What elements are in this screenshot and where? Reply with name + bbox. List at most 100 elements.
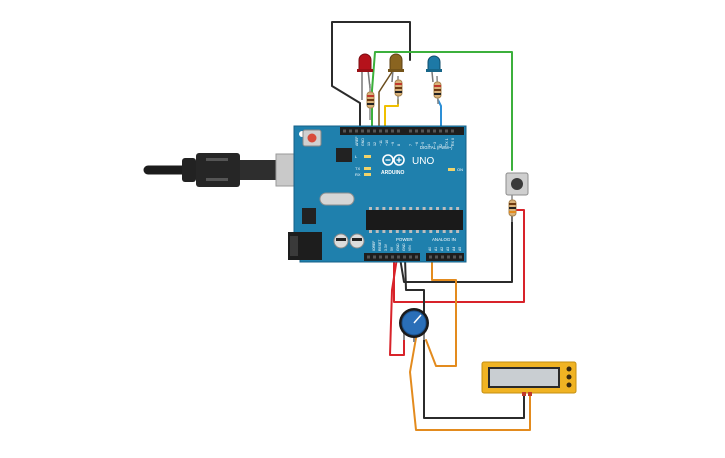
power-pin-socket[interactable] xyxy=(403,255,406,259)
pin-label-a1: A1 xyxy=(434,247,438,251)
analog-pin-socket[interactable] xyxy=(441,255,444,259)
power-pin-socket[interactable] xyxy=(373,255,376,259)
pin-label-9: ~9 xyxy=(391,142,395,146)
usb-plug-neck xyxy=(240,160,278,180)
wire-red-pot[interactable] xyxy=(389,257,405,356)
digital-pin-socket[interactable] xyxy=(427,129,430,133)
digital-pin-socket[interactable] xyxy=(367,129,370,133)
digital-pin-socket[interactable] xyxy=(421,129,424,133)
analog-pin-socket[interactable] xyxy=(435,255,438,259)
chip-pin xyxy=(422,230,426,233)
chip-pin xyxy=(429,230,433,233)
led-blue[interactable] xyxy=(426,55,442,83)
wire-black-gnd-button[interactable] xyxy=(399,214,513,283)
resistor-button[interactable] xyxy=(508,195,517,222)
power-header-label: POWER xyxy=(396,237,413,242)
pot-indicator xyxy=(413,314,422,324)
pin-label-a5: A5 xyxy=(458,247,462,251)
led-brown[interactable] xyxy=(388,53,404,83)
pin-label-12: 12 xyxy=(373,142,377,146)
push-button[interactable] xyxy=(505,172,529,196)
wire-orange-a0[interactable] xyxy=(425,257,457,367)
wire-red-5v[interactable] xyxy=(393,209,525,303)
pin-label-1: TX 1 xyxy=(445,138,449,146)
chip-pin xyxy=(422,207,426,210)
digital-pin-socket[interactable] xyxy=(397,129,400,133)
digital-pin-socket[interactable] xyxy=(361,129,364,133)
crystal-oscillator xyxy=(319,192,355,206)
power-pin-socket[interactable] xyxy=(367,255,370,259)
pin-label-a3: A3 xyxy=(446,247,450,251)
resistor-1[interactable] xyxy=(366,84,375,120)
wire-black-top-loop[interactable] xyxy=(331,21,411,129)
label-led-rx: RX xyxy=(355,172,361,177)
power-jack-detail xyxy=(290,236,298,256)
digital-pin-socket[interactable] xyxy=(409,129,412,133)
digital-pin-socket[interactable] xyxy=(355,129,358,133)
power-pin-socket[interactable] xyxy=(379,255,382,259)
chip-pin xyxy=(375,207,379,210)
pin-label-10: ~10 xyxy=(385,140,389,146)
chip-pin xyxy=(402,207,406,210)
digital-pin-socket[interactable] xyxy=(433,129,436,133)
chip-pin xyxy=(442,207,446,210)
digital-pin-socket[interactable] xyxy=(379,129,382,133)
power-pin-socket[interactable] xyxy=(415,255,418,259)
power-pin-socket[interactable] xyxy=(409,255,412,259)
arduino-board[interactable]: L TX RX ON UNO ARDUINO DIGITAL (PWM~) AR… xyxy=(288,125,467,263)
chip-pins-top xyxy=(369,207,460,210)
power-pins xyxy=(367,255,418,259)
digital-header xyxy=(340,127,464,135)
chip-pin xyxy=(449,207,453,210)
potentiometer[interactable] xyxy=(399,308,429,342)
pin-label-5v: 5V xyxy=(390,246,394,251)
pin-label-7: 7 xyxy=(409,144,413,146)
resistor-1-band xyxy=(367,103,374,105)
analog-pin-socket[interactable] xyxy=(453,255,456,259)
digital-pin-socket[interactable] xyxy=(385,129,388,133)
pin-label-6: ~6 xyxy=(415,142,419,146)
chip-pin xyxy=(382,207,386,210)
pin-label-reset: RESET xyxy=(378,240,382,251)
pin-label-8: 8 xyxy=(397,144,401,146)
chip-pin xyxy=(449,230,453,233)
digital-pin-socket[interactable] xyxy=(451,129,454,133)
led-tx-indicator xyxy=(364,167,371,170)
pin-label-a2: A2 xyxy=(440,247,444,251)
digital-pin-socket[interactable] xyxy=(415,129,418,133)
wire-blue-led3[interactable] xyxy=(437,99,442,129)
wire-black-gnd-lcd[interactable] xyxy=(404,257,525,419)
resistor-2-band xyxy=(395,91,402,93)
resistor-2[interactable] xyxy=(394,76,403,104)
analog-pin-socket[interactable] xyxy=(429,255,432,259)
capacitor-mark xyxy=(352,238,362,241)
digital-pin-socket[interactable] xyxy=(349,129,352,133)
digital-pin-labels: AREF GND 13 12 ~11 ~10 ~9 8 7 ~6 ~5 4 ~3… xyxy=(355,136,455,146)
label-led-l: L xyxy=(355,154,358,159)
digital-pin-socket[interactable] xyxy=(373,129,376,133)
digital-pin-socket[interactable] xyxy=(391,129,394,133)
wire-led2-leg xyxy=(378,71,393,129)
chip-pin xyxy=(415,230,419,233)
resistor-3[interactable] xyxy=(433,75,442,105)
digital-pin-socket[interactable] xyxy=(445,129,448,133)
analog-pin-socket[interactable] xyxy=(447,255,450,259)
chip-pin xyxy=(402,230,406,233)
power-pin-socket[interactable] xyxy=(397,255,400,259)
digital-pin-socket[interactable] xyxy=(343,129,346,133)
chip-pin xyxy=(456,207,460,210)
lcd-display[interactable] xyxy=(481,361,577,396)
led-brown-body xyxy=(389,53,403,71)
power-pin-socket[interactable] xyxy=(385,255,388,259)
reset-button-cap xyxy=(307,133,317,143)
led-red-body xyxy=(358,53,372,71)
power-pin-labels: IOREF RESET 3.3V 5V GND GND VIN A0 A1 A2… xyxy=(372,240,462,251)
power-pin-socket[interactable] xyxy=(391,255,394,259)
wire-orange-lcd[interactable] xyxy=(409,337,531,431)
wire-yellow-led2[interactable] xyxy=(384,99,399,129)
chip-pin xyxy=(389,207,393,210)
digital-pin-socket[interactable] xyxy=(439,129,442,133)
analog-pin-socket[interactable] xyxy=(459,255,462,259)
push-button-cap xyxy=(511,178,523,190)
